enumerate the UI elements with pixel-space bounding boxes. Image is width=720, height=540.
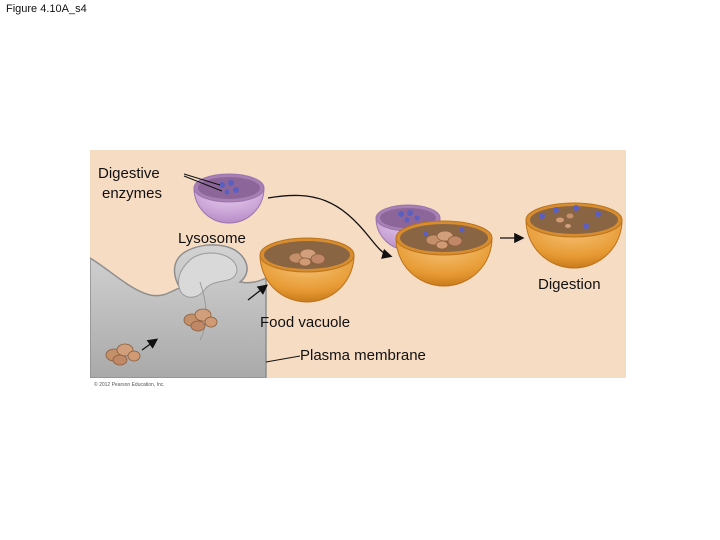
arrow-lysosome-to-fusion: [267, 194, 393, 259]
label-digestive-enzymes-line2: enzymes: [102, 185, 163, 202]
arrow-into-pocket: [141, 338, 159, 351]
digestion-vacuole: [525, 202, 623, 269]
arrow-to-food-vacuole: [247, 284, 269, 301]
membrane-pocket: [177, 252, 238, 298]
label-digestive-enzymes-line1: Digestive: [98, 165, 160, 182]
label-digestion: Digestion: [538, 276, 601, 293]
diagram-panel: [90, 150, 626, 378]
lysosome-digestion-diagram: [90, 150, 626, 378]
label-plasma-membrane: Plasma membrane: [300, 347, 426, 364]
food-vacuole-fusion: [395, 220, 493, 287]
label-food-vacuole: Food vacuole: [260, 314, 351, 331]
label-lysosome: Lysosome: [178, 230, 246, 247]
copyright-notice: © 2012 Pearson Education, Inc.: [94, 382, 165, 388]
food-particle-outside: [105, 343, 141, 366]
figure-title: Figure 4.10A_s4: [6, 3, 87, 15]
food-vacuole-1: [259, 237, 355, 303]
food-particle-pocket: [183, 308, 218, 332]
